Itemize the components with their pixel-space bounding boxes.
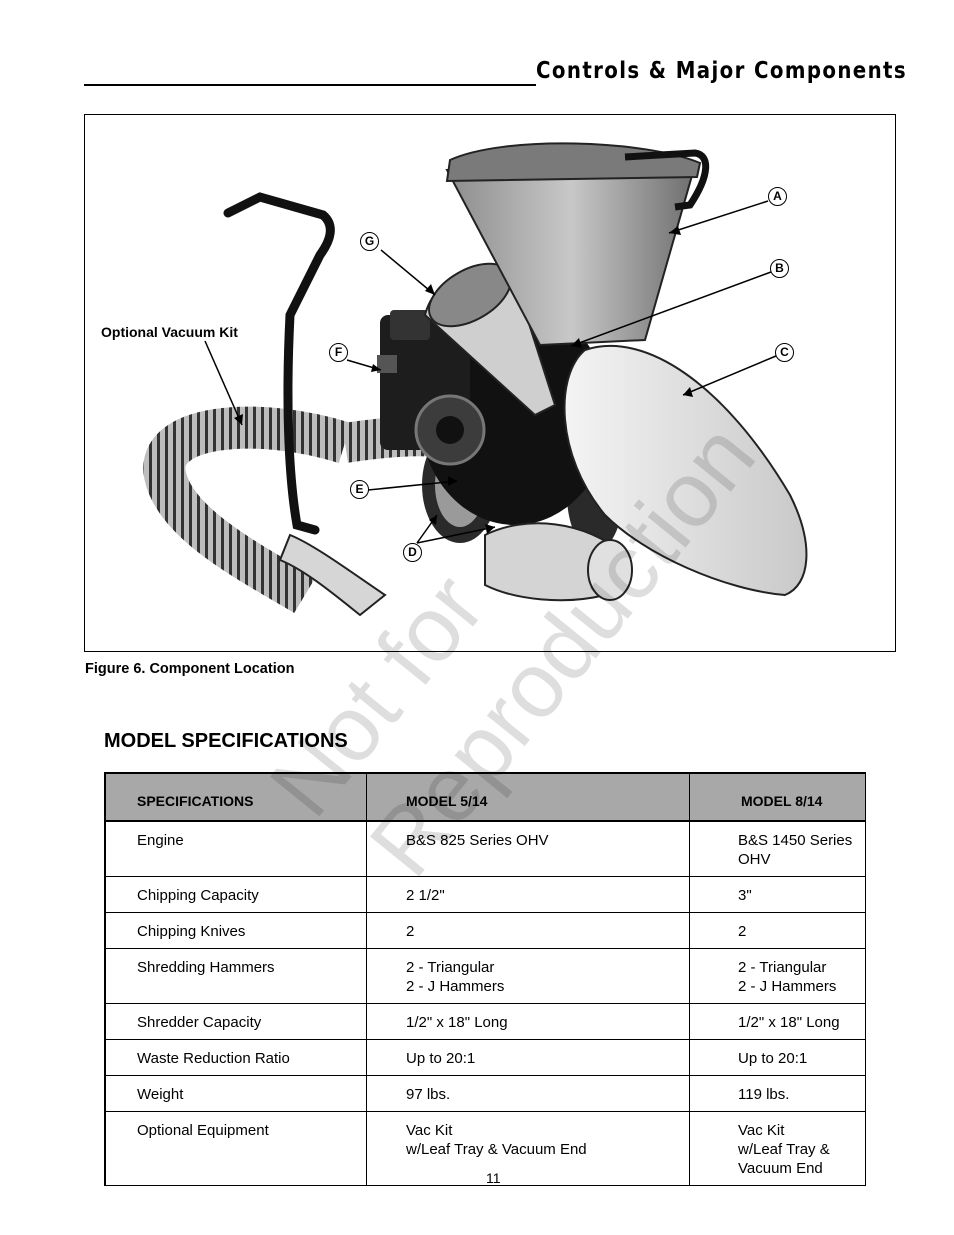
table-row: Engine B&S 825 Series OHV B&S 1450 Serie… — [104, 821, 866, 877]
hopper-handle — [624, 149, 710, 211]
table-row: Optional Equipment Vac Kit w/Leaf Tray &… — [104, 1111, 866, 1186]
spec-value-line: Vac Kit — [738, 1122, 785, 1139]
figure-caption: Figure 6. Component Location — [85, 661, 295, 677]
callout-a: A — [768, 187, 787, 206]
table-row: Shredder Capacity 1/2" x 18" Long 1/2" x… — [104, 1003, 866, 1040]
spec-value-5-14: 2 - Triangular 2 - J Hammers — [366, 948, 690, 1004]
component-location-figure: Optional Vacuum Kit A B C D E F G — [84, 114, 896, 652]
spec-name: Shredding Hammers — [104, 948, 367, 1004]
spec-name: Engine — [104, 821, 367, 877]
spec-value-5-14: 97 lbs. — [366, 1075, 690, 1112]
table-row: Shredding Hammers 2 - Triangular 2 - J H… — [104, 948, 866, 1004]
callout-optional-vacuum-kit: Optional Vacuum Kit — [101, 324, 238, 340]
callout-b: B — [770, 259, 789, 278]
table-header-row: SPECIFICATIONS MODEL 5/14 MODEL 8/14 — [104, 772, 866, 822]
callout-c: C — [775, 343, 794, 362]
spec-name: Chipping Knives — [104, 912, 367, 949]
spec-value-line: 2 - J Hammers — [406, 978, 505, 995]
spec-value-5-14: 2 — [366, 912, 690, 949]
vacuum-handle — [223, 192, 335, 535]
spec-name: Optional Equipment — [104, 1111, 367, 1186]
spec-value-line: Vac Kit — [406, 1122, 453, 1139]
callout-g: G — [360, 232, 379, 251]
header-model-8-14: MODEL 8/14 — [689, 772, 866, 822]
spec-name: Weight — [104, 1075, 367, 1112]
spec-value-5-14: B&S 825 Series OHV — [366, 821, 690, 877]
spec-value-8-14: 119 lbs. — [689, 1075, 866, 1112]
callout-arrowheads — [234, 226, 693, 534]
spec-value-line: w/Leaf Tray & Vacuum End — [406, 1141, 587, 1158]
spec-value-8-14: 1/2" x 18" Long — [689, 1003, 866, 1040]
vacuum-end — [278, 533, 387, 617]
header-model-5-14: MODEL 5/14 — [366, 772, 690, 822]
spec-value-8-14: Vac Kit w/Leaf Tray & Vacuum End — [689, 1111, 866, 1186]
spec-name: Shredder Capacity — [104, 1003, 367, 1040]
callout-d: D — [403, 543, 422, 562]
spec-value-8-14: 2 — [689, 912, 866, 949]
spec-value-8-14: 3" — [689, 876, 866, 913]
spec-value-5-14: Vac Kit w/Leaf Tray & Vacuum End — [366, 1111, 690, 1186]
spec-name: Waste Reduction Ratio — [104, 1039, 367, 1076]
spec-value-line: w/Leaf Tray & Vacuum End — [738, 1141, 830, 1177]
vacuum-hose — [143, 406, 352, 614]
table-row: Chipping Knives 2 2 — [104, 912, 866, 949]
spec-value-line: 2 - Triangular — [406, 959, 495, 976]
page-header-title: Controls & Major Components — [536, 58, 908, 84]
spec-value-5-14: 2 1/2" — [366, 876, 690, 913]
collection-bag — [563, 345, 808, 597]
table-row: Weight 97 lbs. 119 lbs. — [104, 1075, 866, 1112]
hopper-lid — [445, 142, 702, 183]
spec-value-8-14: Up to 20:1 — [689, 1039, 866, 1076]
spec-value-8-14: 2 - Triangular 2 - J Hammers — [689, 948, 866, 1004]
header-specifications: SPECIFICATIONS — [104, 772, 367, 822]
chipper-shredder-illustration — [143, 142, 808, 617]
spec-value-line: 2 - Triangular — [738, 959, 827, 976]
header-rule — [84, 84, 536, 86]
spec-value-5-14: 1/2" x 18" Long — [366, 1003, 690, 1040]
model-specifications-table: SPECIFICATIONS MODEL 5/14 MODEL 8/14 Eng… — [104, 772, 866, 1186]
callout-e: E — [350, 480, 369, 499]
table-row: Waste Reduction Ratio Up to 20:1 Up to 2… — [104, 1039, 866, 1076]
section-title: MODEL SPECIFICATIONS — [104, 730, 348, 752]
spec-value-5-14: Up to 20:1 — [366, 1039, 690, 1076]
table-row: Chipping Capacity 2 1/2" 3" — [104, 876, 866, 913]
callout-leader-lines — [204, 200, 777, 544]
spec-value-line: 2 - J Hammers — [738, 978, 837, 995]
page-number: 11 — [486, 1170, 501, 1186]
spec-name: Chipping Capacity — [104, 876, 367, 913]
callout-f: F — [329, 343, 348, 362]
spec-value-8-14: B&S 1450 Series OHV — [689, 821, 866, 877]
